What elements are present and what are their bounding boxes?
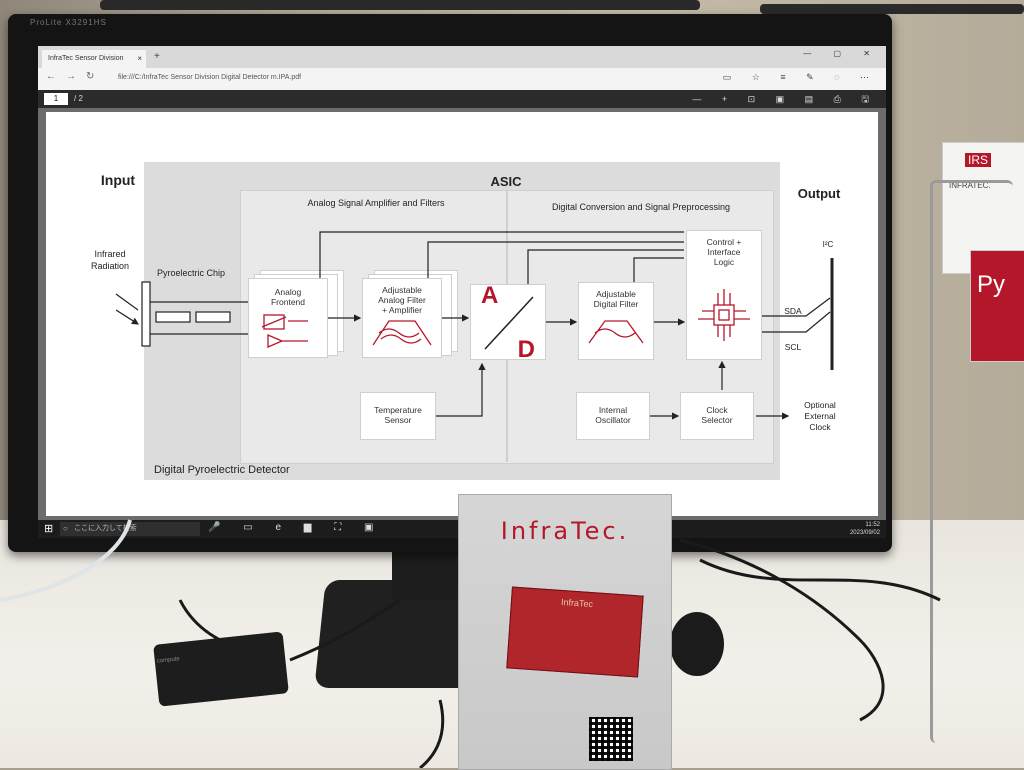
close-icon[interactable]: × [137, 54, 142, 63]
control-interface-logic-block: Control + Interface Logic [686, 230, 762, 360]
windows-start-icon[interactable]: ⊞ [44, 523, 54, 535]
forward-button[interactable]: → [66, 71, 76, 82]
rack-wire [930, 180, 1013, 743]
demo-stand: InfraTec. InfraTec [458, 494, 672, 770]
taskbar-search-input[interactable]: ○ ここに入力して検索 [60, 522, 200, 536]
block-label-line: Interface [707, 247, 741, 257]
clock-time: 11:52 [865, 522, 880, 528]
back-button[interactable]: ← [46, 71, 56, 82]
infrared-label-line: Radiation [90, 261, 130, 271]
browser-tab[interactable]: InfraTec Sensor Division × [42, 50, 146, 68]
monitor: ProLite X3291HS InfraTec Sensor Division… [8, 14, 892, 552]
filter-curve-icon [372, 320, 432, 346]
pcb-label: InfraTec [560, 596, 594, 610]
new-tab-button[interactable]: + [154, 51, 160, 62]
adjustable-digital-filter-block: Adjustable Digital Filter [578, 282, 654, 360]
scl-label: SCL [784, 342, 802, 352]
block-label-line: Frontend [270, 297, 306, 307]
block-diagram: Input Output ASIC Analog Signal Amplifie… [46, 112, 878, 516]
internal-oscillator-block: Internal Oscillator [576, 392, 650, 440]
page-number-input[interactable]: 1 [44, 93, 68, 105]
amplifier-icon [261, 314, 308, 348]
booth-rail [100, 0, 700, 10]
pdf-viewer[interactable]: Input Output ASIC Analog Signal Amplifie… [38, 108, 886, 520]
tab-title: InfraTec Sensor Division [48, 55, 124, 62]
adc-slash-icon [484, 296, 534, 350]
temperature-sensor-block: Temperature Sensor [360, 392, 436, 440]
analog-section-heading: Analog Signal Amplifier and Filters [307, 198, 445, 208]
system-tray-clock[interactable]: 11:52 2023/09/02 [850, 521, 880, 537]
block-label-line: Logic [713, 257, 735, 267]
brochure-title: Py [977, 271, 1006, 298]
label-line: External [804, 411, 836, 421]
sda-label: SDA [784, 306, 802, 316]
block-label-line: Internal [598, 405, 628, 415]
search-placeholder: ここに入力して検索 [74, 525, 137, 532]
pdf-toolbar: 1 / 2 — + ⊡ ▣ ▤ ⎙ 🖫 [38, 90, 886, 108]
detector-label: Digital Pyroelectric Detector [154, 464, 290, 476]
digital-section-heading: Digital Conversion and Signal Preprocess… [551, 202, 731, 212]
input-heading: Input [100, 172, 136, 188]
chip-icon [698, 289, 750, 341]
filter-curve-icon [588, 320, 644, 344]
clock-selector-block: Clock Selector [680, 392, 754, 440]
pdf-tool-icons[interactable]: — + ⊡ ▣ ▤ ⎙ 🖫 [692, 94, 878, 104]
block-label-line: Selector [701, 415, 733, 425]
window-controls[interactable]: — ▢ ✕ [803, 49, 880, 58]
page-total: / 2 [74, 94, 83, 103]
block-label-line: Adjustable [382, 285, 422, 295]
screen: InfraTec Sensor Division × + — ▢ ✕ ← → ↻… [38, 46, 886, 538]
block-label-line: Temperature [374, 405, 422, 415]
browser-toolbar-icons[interactable]: ▭ ☆ ≡ ✎ ◌ ⋯ [722, 72, 878, 82]
clock-date: 2023/09/02 [849, 530, 880, 536]
label-line: Optional [804, 400, 836, 410]
pyro-chip-label: Pyroelectric Chip [156, 268, 226, 278]
adjustable-analog-filter-block: Adjustable Analog Filter + Amplifier [362, 278, 442, 358]
optional-clock-label: Optional External Clock [790, 400, 850, 433]
brochure-brand: IRS [965, 153, 992, 167]
pinned-apps[interactable]: 🎤 ▭ e ▆ ⛶ ▣ [208, 522, 384, 533]
browser-tab-bar: InfraTec Sensor Division × + — ▢ ✕ [38, 46, 886, 68]
infrared-label-line: Infrared [94, 249, 126, 259]
monitor-brand: ProLite X3291HS [30, 18, 107, 27]
refresh-button[interactable]: ↻ [86, 71, 95, 82]
booth-rail [760, 4, 1024, 14]
pdf-page: Input Output ASIC Analog Signal Amplifie… [46, 112, 878, 516]
address-bar[interactable]: file:///C:/InfraTec Sensor Division Digi… [118, 74, 302, 81]
i2c-label: I²C [822, 240, 834, 249]
adc-block: A D [470, 284, 546, 362]
block-label-line: Analog Filter [378, 295, 426, 305]
asic-heading: ASIC [490, 174, 522, 189]
stick-pc-label: compute [156, 656, 181, 665]
block-label-line: + Amplifier [382, 305, 422, 315]
block-label-line: Digital Filter [593, 299, 639, 309]
block-label-line: Sensor [384, 415, 412, 425]
block-label-line: Oscillator [595, 415, 631, 425]
search-icon: ○ [63, 524, 68, 533]
infrared-label: Infrared Radiation [80, 248, 140, 272]
brochure: Py [970, 250, 1024, 362]
brochure-subtitle: INFRATEC. [949, 181, 991, 190]
analog-frontend-block: Analog Frontend [248, 278, 328, 358]
sensor-pcb: InfraTec [506, 586, 644, 678]
output-heading: Output [797, 186, 841, 201]
label-line: Clock [809, 422, 831, 432]
block-label-line: Clock [706, 405, 728, 415]
block-label-line: Adjustable [596, 289, 636, 299]
literature-rack: IRS INFRATEC. Py [930, 140, 1024, 760]
block-label-line: Control + [706, 237, 742, 247]
qr-code [589, 717, 633, 761]
computer-mouse [670, 612, 724, 676]
infratec-logo: InfraTec. [500, 517, 630, 545]
diagram-connections [115, 231, 834, 420]
block-label-line: Analog [274, 287, 302, 297]
